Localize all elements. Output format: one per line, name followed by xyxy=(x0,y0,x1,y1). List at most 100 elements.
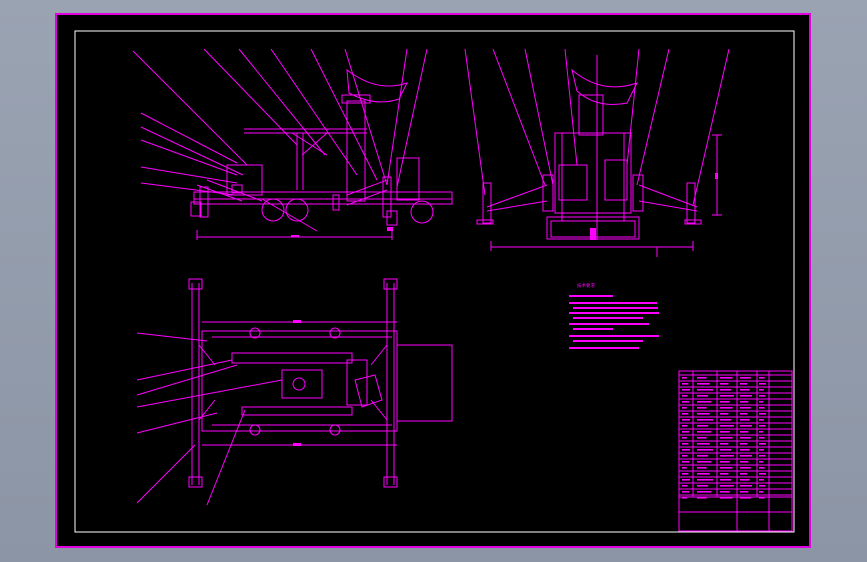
parts-row-text xyxy=(720,491,730,493)
parts-row-text xyxy=(759,479,764,481)
parts-row-text xyxy=(682,401,690,403)
parts-row-text xyxy=(720,395,734,397)
parts-row-text xyxy=(697,437,707,439)
parts-row-text xyxy=(720,431,730,433)
parts-row-text xyxy=(720,383,729,385)
parts-row-text xyxy=(740,407,751,409)
parts-row-text xyxy=(740,431,749,433)
parts-row-text xyxy=(682,431,690,433)
parts-row-text xyxy=(759,377,765,379)
parts-row-text xyxy=(682,455,688,457)
parts-row-text xyxy=(697,401,712,403)
parts-row-text xyxy=(759,431,764,433)
parts-row-text xyxy=(759,407,765,409)
parts-row-text xyxy=(720,407,733,409)
parts-row-text xyxy=(697,467,707,469)
parts-row-text xyxy=(697,497,707,499)
parts-row-text xyxy=(720,377,733,379)
parts-row-text xyxy=(682,479,690,481)
parts-row-text xyxy=(682,467,687,469)
parts-row-text xyxy=(740,395,752,397)
parts-row-text xyxy=(759,449,764,451)
parts-row-text xyxy=(759,491,764,493)
parts-row-text xyxy=(740,461,749,463)
parts-row-text xyxy=(682,389,690,391)
parts-row-text xyxy=(697,479,713,481)
parts-row-text xyxy=(697,443,710,445)
parts-row-text xyxy=(759,485,766,487)
parts-row-text xyxy=(740,485,752,487)
parts-row-text xyxy=(682,413,689,415)
parts-row-text xyxy=(682,449,690,451)
parts-row-text xyxy=(759,425,766,427)
parts-row-text xyxy=(740,443,748,445)
parts-row-text xyxy=(720,413,729,415)
parts-row-text xyxy=(759,461,764,463)
parts-row-text xyxy=(697,431,712,433)
parts-row-text xyxy=(697,485,709,487)
parts-row-text xyxy=(682,437,687,439)
parts-row-text xyxy=(697,407,707,409)
parts-row-text xyxy=(740,473,748,475)
parts-row-text xyxy=(759,437,765,439)
parts-row-text xyxy=(720,497,733,499)
parts-row-text xyxy=(697,491,712,493)
parts-row-text xyxy=(697,419,713,421)
parts-row-text xyxy=(697,461,712,463)
parts-row-text xyxy=(720,467,733,469)
parts-row-text xyxy=(697,413,710,415)
drawing-sheet: 技术要求 xyxy=(55,13,811,548)
parts-row-text xyxy=(759,395,766,397)
parts-row-text xyxy=(720,461,730,463)
parts-row-text xyxy=(682,425,688,427)
parts-row-text xyxy=(740,467,751,469)
parts-row-text xyxy=(740,449,750,451)
parts-row-text xyxy=(720,473,729,475)
parts-row-text xyxy=(740,455,752,457)
technical-notes: 技术要求 xyxy=(569,282,659,349)
parts-row-text xyxy=(740,437,751,439)
parts-row-text xyxy=(720,443,729,445)
parts-row-text xyxy=(720,425,734,427)
parts-row-text xyxy=(720,389,732,391)
parts-row-text xyxy=(759,413,766,415)
parts-row-text xyxy=(759,443,766,445)
cad-drawing: 技术要求 xyxy=(74,30,795,533)
side-view xyxy=(132,48,453,240)
parts-row-text xyxy=(720,401,730,403)
parts-row-text xyxy=(740,401,749,403)
parts-row-text xyxy=(740,491,749,493)
parts-row-text xyxy=(697,425,709,427)
parts-row-text xyxy=(740,497,751,499)
end-view xyxy=(464,48,730,257)
parts-row-text xyxy=(682,491,690,493)
parts-row-text xyxy=(740,389,750,391)
inner-frame xyxy=(74,30,795,533)
parts-row-text xyxy=(697,383,710,385)
title-block xyxy=(678,370,793,532)
parts-row-text xyxy=(759,467,765,469)
notes-title: 技术要求 xyxy=(577,282,595,289)
parts-row-text xyxy=(720,419,732,421)
parts-row-text xyxy=(697,395,709,397)
parts-row-text xyxy=(740,425,752,427)
parts-row-text xyxy=(759,389,764,391)
parts-row-text xyxy=(759,473,766,475)
parts-row-text xyxy=(740,419,750,421)
parts-row-text xyxy=(720,437,733,439)
parts-row-text xyxy=(740,479,750,481)
parts-row-text xyxy=(682,419,690,421)
parts-row-text xyxy=(682,407,687,409)
parts-row-text xyxy=(697,377,707,379)
parts-row-text xyxy=(740,383,748,385)
parts-row-text xyxy=(759,401,764,403)
parts-row-text xyxy=(740,413,748,415)
parts-row-text xyxy=(682,473,689,475)
parts-row-text xyxy=(697,473,710,475)
parts-row-text xyxy=(697,449,713,451)
parts-row-text xyxy=(682,383,689,385)
parts-row-text xyxy=(759,455,766,457)
parts-row-text xyxy=(759,419,764,421)
parts-row-text xyxy=(682,395,688,397)
parts-row-text xyxy=(720,479,732,481)
